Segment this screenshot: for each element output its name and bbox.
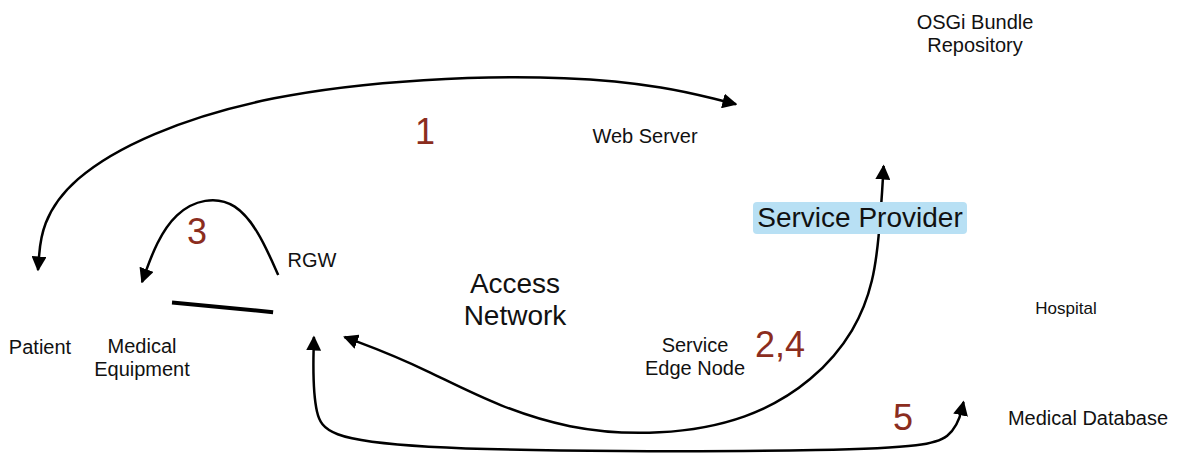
label-holder: 2,4	[740, 325, 820, 365]
label-holder: 1	[385, 112, 465, 152]
node-label: Medical Database	[1008, 407, 1168, 430]
web-server-figure	[738, 85, 798, 187]
device-icon: Medical Equipment	[112, 282, 172, 316]
node-label: Service Provider	[753, 202, 966, 234]
node-label: Service Edge Node	[639, 334, 751, 380]
gateway-figure	[270, 277, 368, 336]
label-holder: 3	[157, 212, 237, 252]
provider-cloud: Service Provider	[700, 28, 1010, 348]
connector	[38, 77, 736, 270]
server-icon: OSGi Bundle Repository	[836, 54, 904, 166]
person-icon: Patient	[12, 270, 64, 332]
label-holder: RGW	[272, 249, 352, 272]
node-label: OSGi Bundle Repository	[907, 11, 1044, 57]
callout-number: 2,4	[755, 325, 805, 365]
label-holder: Hospital	[1016, 299, 1116, 319]
node-label: Web Server	[592, 125, 697, 148]
callout-number: 5	[893, 398, 913, 438]
label-holder: Medical Database	[988, 407, 1188, 430]
database-figure	[935, 315, 996, 400]
patient-figure	[14, 272, 62, 331]
label-holder: Web Server	[580, 125, 710, 148]
label-holder: Access Network	[439, 268, 591, 332]
node-label: Hospital	[1035, 299, 1096, 319]
node-label: Access Network	[439, 268, 591, 332]
connector	[172, 302, 273, 312]
label-holder: OSGi Bundle Repository	[907, 11, 1044, 57]
server-icon: Web Server	[736, 83, 800, 189]
repository-figure	[838, 56, 902, 165]
callout-number: 1	[415, 112, 435, 152]
node-label: Medical Equipment	[84, 335, 201, 381]
label-holder: Service Edge Node	[639, 334, 751, 380]
database-server: Medical Database	[932, 312, 1002, 402]
hospital-figure	[995, 130, 1175, 295]
cloud-outline	[700, 28, 1010, 348]
hospital-building: Hospital	[995, 130, 1175, 295]
equipment-figure	[114, 284, 170, 314]
gateway-icon: RGW	[268, 275, 370, 337]
label-holder: Patient	[0, 336, 85, 359]
router-figure	[637, 244, 733, 316]
label-holder: Service Provider	[730, 202, 990, 234]
label-holder: 5	[863, 398, 943, 438]
router-icon: Service Edge Node	[637, 244, 733, 318]
connector	[142, 200, 278, 282]
node-label: Patient	[9, 336, 71, 359]
label-holder: Medical Equipment	[84, 335, 201, 381]
node-label: RGW	[288, 249, 337, 272]
callout-number: 3	[187, 212, 207, 252]
connector	[313, 337, 963, 451]
